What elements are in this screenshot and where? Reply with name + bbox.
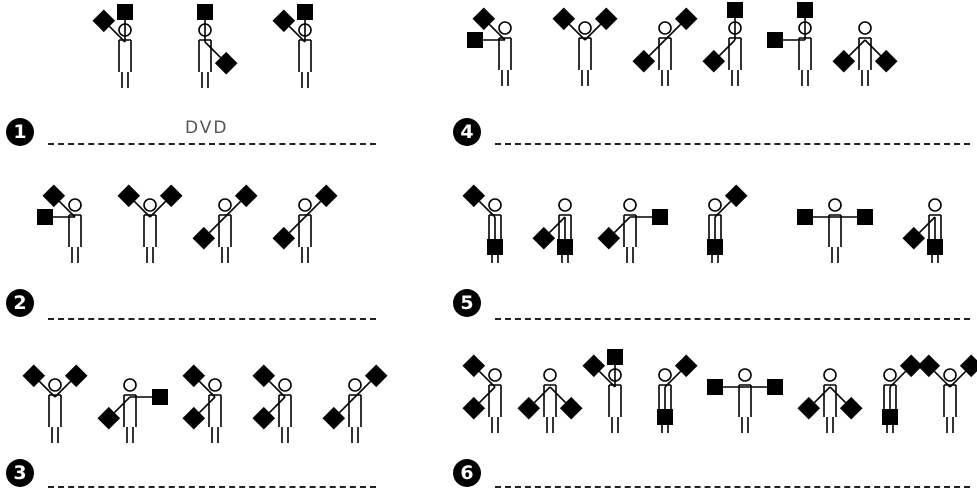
semaphore-figure-icon	[832, 8, 898, 98]
semaphore-figure-icon	[192, 184, 258, 275]
answer-line[interactable]	[48, 143, 376, 145]
semaphore-figure-icon	[767, 2, 830, 98]
semaphore-figure-icon	[517, 355, 583, 445]
semaphore-figure-icon	[797, 355, 863, 445]
exercise-number: 4	[453, 118, 481, 146]
semaphore-figure-icon	[22, 364, 88, 455]
exercise-number: 3	[6, 459, 34, 487]
semaphore-figure-icon	[467, 7, 530, 98]
semaphore-figure-icon	[797, 185, 873, 275]
semaphore-figure-icon	[690, 184, 748, 275]
semaphore-figure-icon	[97, 365, 168, 455]
answer-line[interactable]	[495, 318, 970, 320]
semaphore-figure-icon	[640, 354, 698, 445]
semaphore-figure-icon	[902, 185, 960, 275]
semaphore-figure-icon	[552, 7, 618, 98]
semaphore-figure-icon	[702, 2, 760, 98]
answer-line[interactable]	[495, 143, 970, 145]
semaphore-figure-icon	[252, 364, 310, 455]
answer-line[interactable]	[495, 486, 970, 488]
semaphore-figure-icon	[597, 185, 668, 275]
semaphore-figure-icon	[272, 184, 338, 275]
exercise-number: 2	[6, 289, 34, 317]
semaphore-figure-icon	[462, 184, 520, 275]
exercise-number: 1	[6, 118, 34, 146]
semaphore-figure-icon	[117, 184, 183, 275]
semaphore-figure-icon	[632, 7, 698, 98]
semaphore-figure-icon	[532, 185, 590, 275]
exercise-number: 5	[453, 289, 481, 317]
semaphore-figure-icon	[37, 184, 100, 275]
semaphore-figure-icon	[272, 4, 330, 100]
semaphore-figure-icon	[582, 349, 640, 445]
semaphore-figure-icon	[322, 364, 388, 455]
semaphore-figure-icon	[462, 354, 520, 445]
answer-line[interactable]	[48, 318, 376, 320]
semaphore-figure-icon	[707, 355, 783, 445]
semaphore-figure-icon	[865, 354, 923, 445]
semaphore-figure-icon	[180, 4, 238, 100]
exercise-number: 6	[453, 459, 481, 487]
semaphore-figure-icon	[92, 4, 150, 100]
answer-line[interactable]	[48, 486, 376, 488]
semaphore-figure-icon	[917, 354, 977, 445]
semaphore-figure-icon	[182, 364, 240, 455]
answer-text: DVD	[185, 118, 229, 138]
